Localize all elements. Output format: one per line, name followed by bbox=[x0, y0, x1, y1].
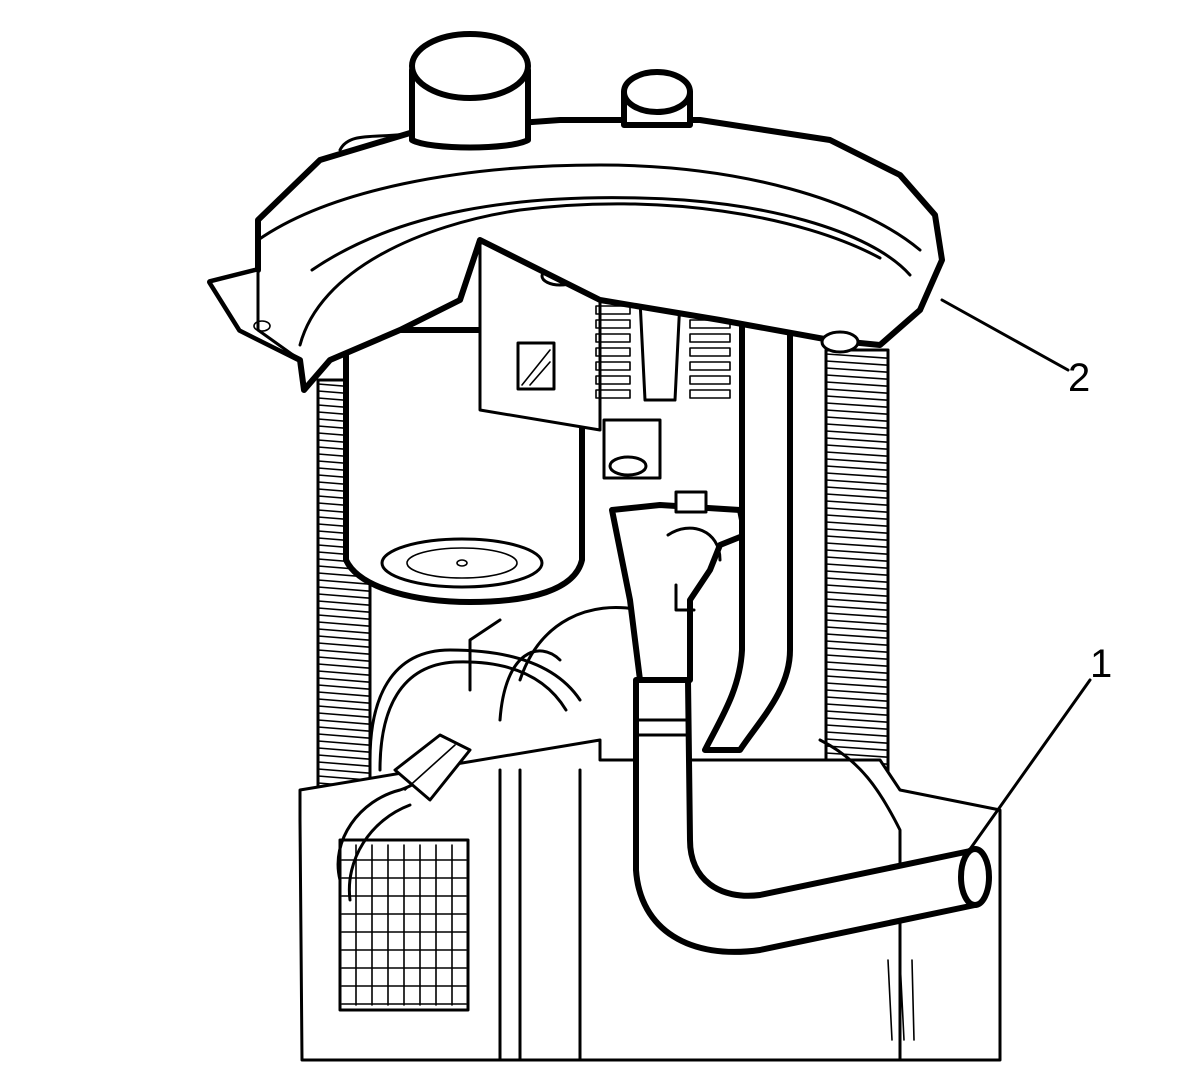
fuel-sender-cover-flange bbox=[207, 117, 945, 393]
callout-2-leader bbox=[940, 298, 1070, 372]
fuel-feed-line bbox=[633, 677, 992, 955]
quick-connect-fitting bbox=[609, 490, 748, 683]
callout-2-label: 2 bbox=[1068, 356, 1091, 400]
filter-grid bbox=[338, 838, 470, 1012]
callout-1-label: 1 bbox=[1090, 642, 1113, 686]
outlet-nozzles bbox=[409, 31, 693, 151]
callout-1-leader bbox=[966, 678, 1092, 854]
wiring-harness bbox=[336, 606, 642, 902]
right-spring bbox=[824, 348, 890, 812]
